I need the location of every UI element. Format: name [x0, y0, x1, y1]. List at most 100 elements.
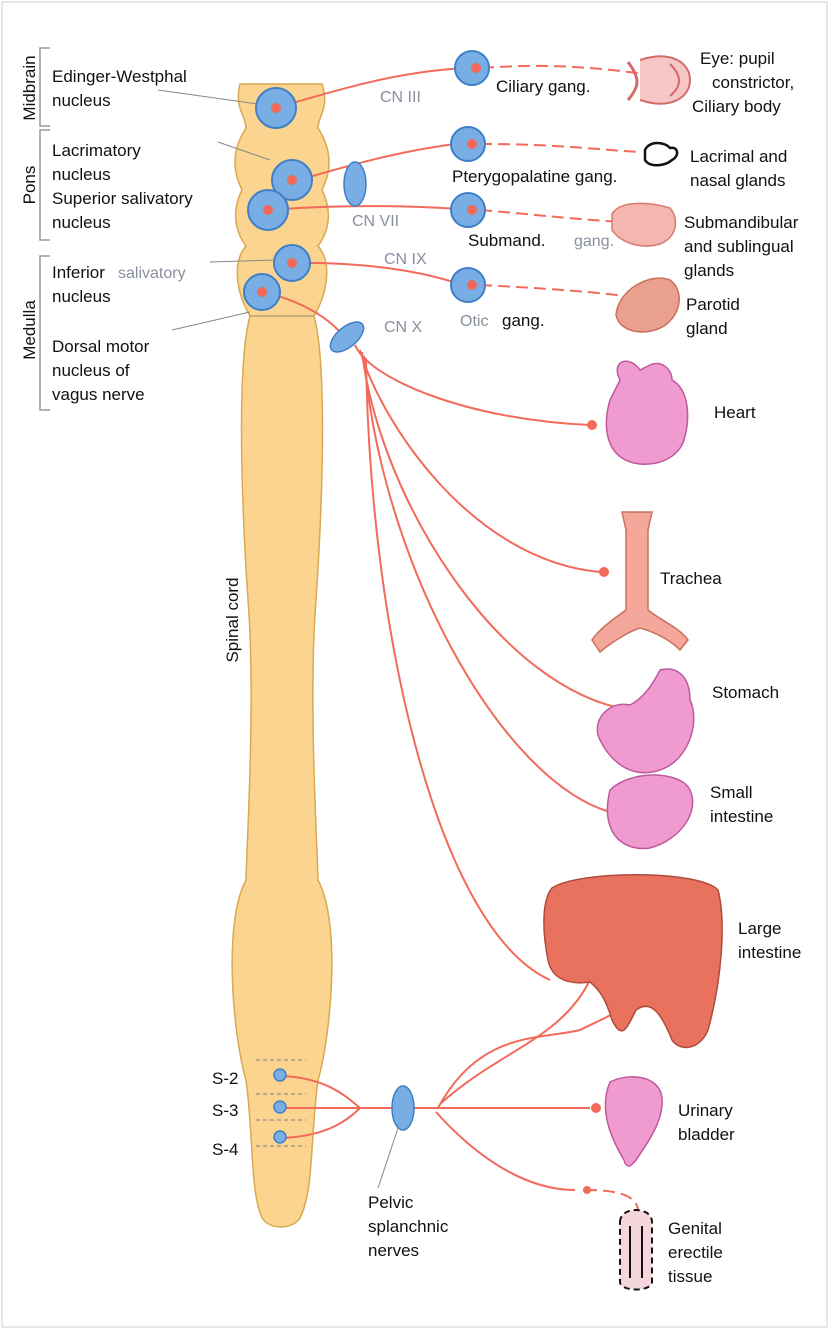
label-sup-salivatory-2: nucleus [52, 213, 111, 232]
pelvic-labels: Pelvic splanchnic nerves [368, 1193, 449, 1260]
region-label-medulla: Medulla [20, 300, 39, 360]
vagus-large-intestine [366, 358, 550, 980]
label-edinger-westphal-2: nucleus [52, 91, 111, 110]
label-submand-b: gang. [574, 233, 614, 250]
label-lacrimal-1: Lacrimal and [690, 147, 787, 166]
label-inf-salivatory-2: nucleus [52, 287, 111, 306]
label-genital-1: Genital [668, 1219, 722, 1238]
sacral-labels: S-2 S-3 S-4 [212, 1069, 238, 1159]
submandibular-ganglion [451, 193, 485, 227]
label-dorsal-1: Dorsal motor [52, 337, 150, 356]
stomach-icon [597, 669, 693, 773]
sacral-nuclei [274, 1069, 286, 1143]
label-dorsal-2: nucleus of [52, 361, 130, 380]
vagus-stomach [362, 352, 630, 710]
label-pelvic-3: nerves [368, 1241, 419, 1260]
label-submandibular-3: glands [684, 261, 734, 280]
label-eye-3: Ciliary body [692, 97, 781, 116]
genital-tissue-icon [620, 1210, 652, 1290]
label-lacrimatory-1: Lacrimatory [52, 141, 141, 160]
large-intestine-icon [544, 875, 722, 1048]
small-intestine-icon [607, 775, 692, 848]
otic-ganglion [451, 268, 485, 302]
trachea-ganglion [599, 567, 609, 577]
region-brackets [40, 48, 50, 410]
label-inf-salivatory-a: Inferior [52, 263, 105, 282]
label-parotid-1: Parotid [686, 295, 740, 314]
vagus-trachea [360, 350, 600, 572]
region-label-pons: Pons [20, 166, 39, 205]
label-dorsal-3: vagus nerve [52, 385, 145, 404]
heart-ganglion [587, 420, 597, 430]
lacrimal-gland-icon [645, 143, 677, 165]
label-large-2: intestine [738, 943, 801, 962]
label-bladder-1: Urinary [678, 1101, 733, 1120]
genital-ganglion [583, 1186, 591, 1194]
label-cn7: CN VII [352, 213, 399, 230]
label-otic-a: Otic [460, 313, 488, 330]
pons-bracket [40, 130, 50, 240]
label-eye-1: Eye: pupil [700, 49, 775, 68]
s3-nucleus [274, 1101, 286, 1113]
medulla-bracket [40, 256, 50, 410]
pelvic-genital [436, 1112, 575, 1190]
nucleus-dorsal-vagus [244, 274, 280, 310]
parotid-gland-icon [616, 278, 679, 332]
label-submand-a: Submand. [468, 231, 546, 250]
post-otic [480, 285, 640, 298]
label-cn9: CN IX [384, 251, 427, 268]
label-otic-b: gang. [502, 311, 545, 330]
label-large-1: Large [738, 919, 781, 938]
label-pelvic-1: Pelvic [368, 1193, 414, 1212]
label-s2: S-2 [212, 1069, 238, 1088]
cn7-ganglion [344, 162, 366, 206]
label-genital-2: erectile [668, 1243, 723, 1262]
bladder-ganglion [591, 1103, 601, 1113]
ciliary-ganglion [455, 51, 489, 85]
label-eye-2: constrictor, [712, 73, 794, 92]
label-small-2: intestine [710, 807, 773, 826]
label-cn10: CN X [384, 319, 423, 336]
pterygopalatine-ganglion [451, 127, 485, 161]
nucleus-edinger-westphal [256, 88, 296, 128]
heart-icon [606, 361, 687, 464]
spinal-cord-label: Spinal cord [223, 577, 242, 662]
label-lacrimatory-2: nucleus [52, 165, 111, 184]
label-lacrimal-2: nasal glands [690, 171, 785, 190]
label-s3: S-3 [212, 1101, 238, 1120]
label-stomach: Stomach [712, 683, 779, 702]
eye-icon [628, 56, 690, 103]
label-s4: S-4 [212, 1140, 238, 1159]
label-heart: Heart [714, 403, 756, 422]
label-cn3: CN III [380, 89, 421, 106]
cn10-ganglion [325, 316, 368, 357]
label-edinger-westphal-1: Edinger-Westphal [52, 67, 187, 86]
submandibular-gland-icon [612, 203, 675, 246]
s4-nucleus [274, 1131, 286, 1143]
label-bladder-2: bladder [678, 1125, 735, 1144]
label-inf-salivatory-b: salivatory [118, 265, 186, 282]
label-parotid-2: gland [686, 319, 728, 338]
label-pterygopalatine: Pterygopalatine gang. [452, 167, 617, 186]
label-submandibular-2: and sublingual [684, 237, 794, 256]
nucleus-inferior-salivatory [274, 245, 310, 281]
target-labels: Eye: pupil constrictor, Ciliary body Lac… [660, 49, 801, 1286]
nucleus-superior-salivatory [248, 190, 288, 230]
label-small-1: Small [710, 783, 753, 802]
label-submandibular-1: Submandibular [684, 213, 799, 232]
midbrain-bracket [40, 48, 50, 126]
pelvic-ganglion [392, 1086, 414, 1130]
urinary-bladder-icon [605, 1077, 662, 1166]
post-pterygopalatine [480, 144, 640, 152]
label-sup-salivatory-1: Superior salivatory [52, 189, 193, 208]
cranial-nerve-labels: CN III CN VII CN IX CN X [352, 89, 427, 336]
label-trachea: Trachea [660, 569, 722, 588]
label-genital-3: tissue [668, 1267, 712, 1286]
label-pelvic-2: splanchnic [368, 1217, 449, 1236]
nucleus-labels: Edinger-Westphal nucleus Lacrimatory nuc… [52, 67, 193, 404]
vagus-heart [355, 345, 590, 425]
s2-nucleus [274, 1069, 286, 1081]
post-submandibular [480, 210, 625, 222]
